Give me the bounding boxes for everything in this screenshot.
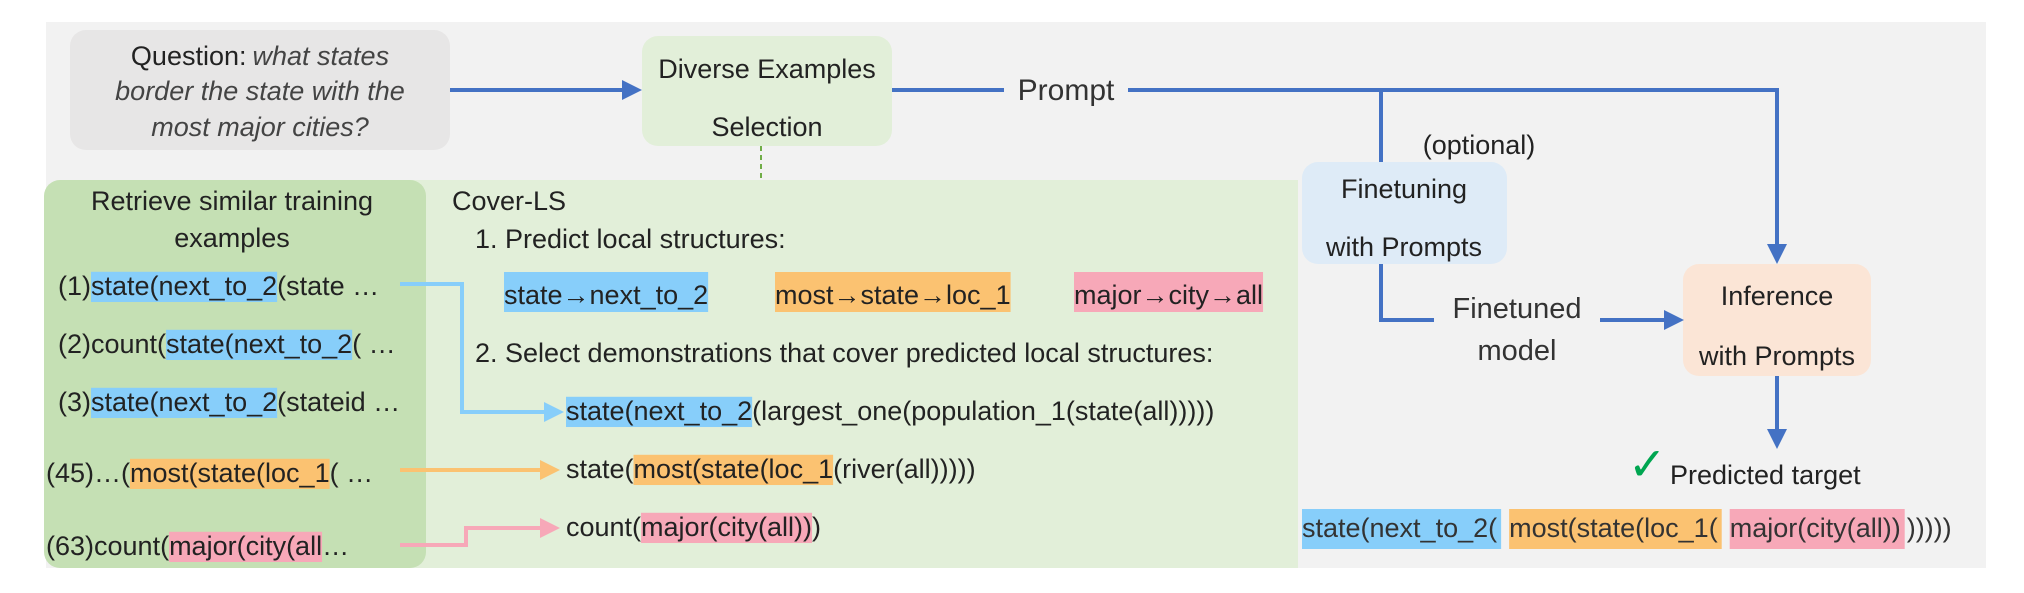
local-structure-chip — [504, 272, 709, 312]
local-structure-chip — [1074, 272, 1264, 312]
selected-demo-prefix: count( — [566, 512, 641, 542]
blue-selection-arrow — [400, 282, 564, 422]
retrieve-item-number: (63) — [46, 531, 94, 561]
selected-demo-prefix: state( — [566, 454, 634, 484]
retrieve-item-highlight-text: most(state(loc_1 — [130, 458, 330, 488]
predicted-part: most(state(loc_1( — [1509, 513, 1718, 543]
retrieve-item-suffix: (stateid … — [277, 387, 400, 417]
finetuning-box — [1302, 162, 1507, 264]
predicted-part: state(next_to_2( — [1302, 513, 1497, 543]
retrieve-item-suffix: ( … — [352, 329, 396, 359]
predicted-part-highlight — [1302, 509, 1502, 549]
retrieve-item-number: (1) — [58, 271, 91, 301]
selected-demo-highlight-text: most(state(loc_1 — [634, 454, 834, 484]
predicted-closing-parens: ))))) — [1907, 513, 1952, 543]
cover-ls-step-2: 2. Select demonstrations that cover pred… — [475, 338, 1213, 368]
selected-demo-suffix: (river(all))))) — [833, 454, 975, 484]
local-structure-label: major→city→all — [1074, 280, 1263, 310]
retrieve-item-highlight-text: state(next_to_2 — [166, 329, 352, 359]
retrieve-item-highlight-text-highlight — [166, 329, 353, 361]
retrieve-item-highlight-text-highlight — [91, 271, 278, 303]
question-line-1: what states — [253, 41, 390, 71]
question-box — [70, 30, 450, 150]
retrieve-item-highlight-text-highlight — [169, 531, 323, 563]
retrieve-title-line-1: Retrieve similar training — [91, 186, 373, 216]
retrieve-item-prefix: count( — [91, 329, 166, 359]
retrieve-item-highlight-text: state(next_to_2 — [91, 271, 277, 301]
inference-line-1: Inference — [1721, 281, 1834, 311]
predicted-part-highlight — [1729, 509, 1905, 549]
cover-ls-step-1: 1. Predict local structures: — [475, 224, 786, 254]
finetuning-line-2: with Prompts — [1325, 232, 1482, 262]
selected-demo-highlight-text-highlight — [566, 396, 753, 428]
selected-demo-highlight-text: major(city(all)) — [641, 512, 812, 542]
predicted-part: major(city(all)) — [1730, 513, 1901, 543]
inference-line-2: with Prompts — [1698, 341, 1855, 371]
retrieve-item-prefix: …( — [94, 458, 130, 488]
local-structure-chip — [775, 272, 1011, 312]
retrieve-item-suffix: … — [322, 531, 349, 561]
question-text: Question:what states — [131, 41, 389, 71]
retrieve-item-highlight-text: major(city(all — [169, 531, 322, 561]
predicted-target-label: Predicted target — [1670, 460, 1861, 490]
question-label: Question: — [131, 41, 247, 71]
diverse-examples-line-1: Diverse Examples — [658, 54, 876, 84]
inference-box — [1683, 264, 1871, 376]
retrieve-item-number: (45) — [46, 458, 94, 488]
selected-demo-highlight-text: state(next_to_2 — [566, 396, 752, 426]
retrieve-item-highlight-text: state(next_to_2 — [91, 387, 277, 417]
retrieve-item-highlight-text-highlight — [91, 387, 278, 419]
cover-ls-title: Cover-LS — [452, 186, 566, 216]
retrieve-item-number: (2) — [58, 329, 91, 359]
finetuned-model-line-2: model — [1478, 335, 1557, 367]
finetuned-model-line-1: Finetuned — [1453, 293, 1582, 325]
cover-ls-panel — [400, 180, 1298, 568]
local-structure-label: most→state→loc_1 — [775, 280, 1011, 310]
finetuning-line-1: Finetuning — [1341, 174, 1467, 204]
code-lines: (1) state(next_to_2(state …(2) count(sta… — [46, 271, 1952, 563]
retrieve-item-suffix: ( … — [330, 458, 374, 488]
retrieve-title-line-2: examples — [174, 223, 290, 253]
pink-selection-arrow — [400, 518, 560, 547]
predicted-part-highlight — [1509, 509, 1722, 549]
retrieve-item-prefix: count( — [94, 531, 169, 561]
checkmark-icon: ✓ — [1628, 438, 1667, 490]
optional-label: (optional) — [1423, 130, 1536, 160]
local-structure-label: state→next_to_2 — [504, 280, 708, 310]
retrieve-item-suffix: (state … — [277, 271, 379, 301]
diverse-examples-line-2: Selection — [711, 112, 822, 142]
retrieve-item-number: (3) — [58, 387, 91, 417]
retrieve-item-highlight-text-highlight — [130, 458, 330, 490]
question-line-3: most major cities? — [151, 112, 369, 142]
prompt-label: Prompt — [1018, 74, 1115, 107]
selected-demo-suffix: ) — [812, 512, 821, 542]
selected-demo-suffix: (largest_one(population_1(state(all))))) — [752, 396, 1214, 426]
selected-demo-highlight-text-highlight — [633, 454, 834, 486]
selected-demo-highlight-text-highlight — [641, 512, 813, 544]
diverse-examples-box — [642, 36, 892, 146]
finetuned-model-line — [1379, 264, 1434, 322]
prompt-to-inference-arrow — [1128, 88, 1787, 264]
question-line-2: border the state with the — [115, 76, 405, 106]
